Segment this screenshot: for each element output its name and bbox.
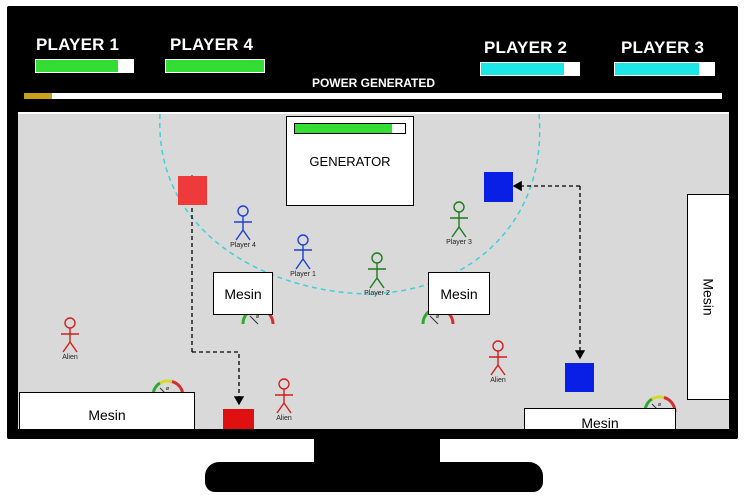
gauge-mark: ø xyxy=(658,402,662,408)
player-2-label: Player 2 xyxy=(364,290,390,297)
generator-box[interactable]: GENERATOR xyxy=(286,116,414,206)
player-3-health-fill xyxy=(615,63,700,75)
player-2-figure xyxy=(368,252,386,289)
mesin-label: Mesin xyxy=(700,278,717,316)
red-square-top xyxy=(178,176,207,205)
tv-stand-base xyxy=(205,462,543,492)
player-3-label: Player 3 xyxy=(446,239,472,246)
player-4-health-fill xyxy=(166,60,264,72)
mesin-label: Mesin xyxy=(440,285,478,302)
mesin-machine-bottom-left[interactable]: Mesin xyxy=(19,392,195,429)
alien-label: Alien xyxy=(62,354,78,361)
red-square-bottom xyxy=(223,409,254,429)
power-generated-label: POWER GENERATED xyxy=(311,76,436,90)
blue-square-top xyxy=(484,172,513,202)
mesin-label: Mesin xyxy=(88,406,126,423)
power-generated-fill xyxy=(24,93,52,99)
player-4-label: Player 4 xyxy=(230,242,256,249)
player-2-health-fill xyxy=(481,63,565,75)
player-3-name: PLAYER 3 xyxy=(621,38,705,57)
alien-figure-bottom xyxy=(275,378,293,414)
player-3-figure xyxy=(450,201,468,238)
player-1-label: Player 1 xyxy=(290,271,316,278)
alien-label: Alien xyxy=(490,377,506,384)
alien-figure-right xyxy=(489,340,507,376)
path-arrow-down xyxy=(192,351,245,406)
player-4-health-bar xyxy=(165,59,265,73)
generator-label: GENERATOR xyxy=(309,154,391,169)
generator-level-fill xyxy=(295,124,392,133)
mesin-machine-right[interactable]: Mesin xyxy=(687,194,729,400)
player-2-health-bar xyxy=(480,62,580,76)
player-1-health-bar xyxy=(35,59,134,73)
player-1-health-fill xyxy=(36,60,119,72)
tv-screen: PLAYER 1 PLAYER 4 PLAYER 2 PLAYER 3 POWE… xyxy=(18,18,729,429)
mesin-machine-bottom-right[interactable]: Mesin xyxy=(524,408,676,429)
game-arena: ø ø ø ø GENERATOR Mesin Mesin Mesin Mesi… xyxy=(18,112,729,429)
player-4-name: PLAYER 4 xyxy=(170,35,254,54)
generator-level-bar xyxy=(294,123,406,134)
alien-figure-left xyxy=(61,317,79,353)
mesin-machine-left[interactable]: Mesin xyxy=(213,272,273,315)
gauge-mark: ø xyxy=(256,314,260,320)
gauge-mark: ø xyxy=(166,386,170,392)
mesin-machine-center[interactable]: Mesin xyxy=(428,272,490,315)
player-2-name: PLAYER 2 xyxy=(484,38,568,57)
blue-square-bottom xyxy=(565,363,594,392)
gauge-mark: ø xyxy=(436,314,440,320)
player-1-name: PLAYER 1 xyxy=(36,35,120,54)
mesin-label: Mesin xyxy=(581,415,619,429)
player-4-figure xyxy=(234,205,252,241)
player-3-health-bar xyxy=(614,62,715,76)
generator-zone-boundary xyxy=(159,114,541,295)
power-generated-bar xyxy=(24,93,722,99)
hud-panel: PLAYER 1 PLAYER 4 PLAYER 2 PLAYER 3 POWE… xyxy=(18,18,729,112)
alien-label: Alien xyxy=(276,415,292,422)
mesin-label: Mesin xyxy=(224,285,262,302)
tv-stand-neck xyxy=(314,437,440,465)
player-1-figure xyxy=(294,234,312,270)
